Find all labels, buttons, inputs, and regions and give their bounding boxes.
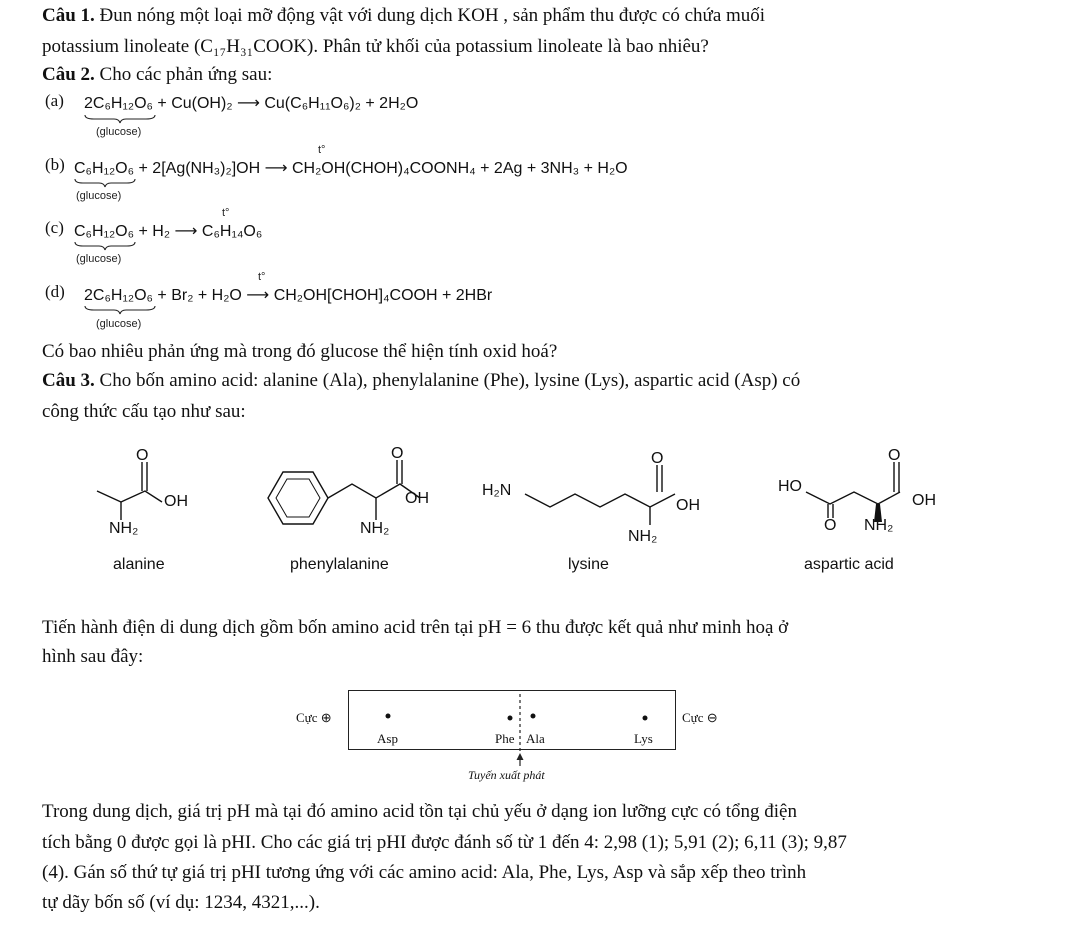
- q1-line1: Câu 1. Đun nóng một loại mỡ động vật với…: [42, 4, 765, 28]
- q2-intro-text: Cho các phản ứng sau:: [99, 64, 273, 85]
- glucose-label-a: (glucose): [96, 126, 142, 138]
- ala-o: O: [136, 447, 149, 464]
- paragraph-line3: (4). Gán số thứ tự giá trị pHI tương ứng…: [42, 862, 807, 883]
- positive-pole: Cực ⊕: [296, 710, 332, 725]
- q1-text: Đun nóng một loại mỡ động vật với dung d…: [99, 5, 766, 26]
- arrow-condition-c: t°: [222, 207, 230, 219]
- aspartic-acid-label: aspartic acid: [804, 556, 894, 573]
- q2-number: Câu 2.: [42, 64, 95, 85]
- asp-nh2: NH₂: [864, 517, 894, 534]
- paragraph-line1: Trong dung dịch, giá trị pH mà tại đó am…: [42, 801, 797, 822]
- brace-c: [74, 241, 136, 251]
- q3-line1: Câu 3. Cho bốn amino acid: alanine (Ala)…: [42, 369, 800, 393]
- q2-question: Có bao nhiêu phản ứng mà trong đó glucos…: [42, 341, 558, 362]
- reaction-a-equation: 2C₆H₁₂O₆ + Cu(OH)₂ ⟶ Cu(C₆H₁₁O₆)₂ + 2H₂O: [84, 95, 419, 112]
- glucose-label-c: (glucose): [76, 253, 122, 265]
- paragraph-line4: tự dãy bốn số (ví dụ: 1234, 4321,...).: [42, 892, 320, 913]
- q1-number: Câu 1.: [42, 5, 95, 26]
- spot-ala-label: Ala: [526, 731, 545, 746]
- lys-oh: OH: [676, 497, 700, 514]
- glucose-label-d: (glucose): [96, 318, 142, 330]
- reaction-b-equation: C₆H₁₂O₆ + 2[Ag(NH₃)₂]OH ⟶ CH₂OH(CHOH)₄CO…: [74, 160, 628, 177]
- phenylalanine-label: phenylalanine: [290, 556, 389, 573]
- reaction-d-equation: 2C₆H₁₂O₆ + Br₂ + H₂O ⟶ CH₂OH[CHOH]₄COOH …: [84, 287, 493, 304]
- asp-o-top: O: [888, 447, 901, 464]
- ala-nh2: NH₂: [109, 520, 139, 537]
- lys-nh2: NH₂: [628, 528, 658, 545]
- arrow-condition-d: t°: [258, 271, 266, 283]
- electro-line2: hình sau đây:: [42, 646, 144, 667]
- reaction-a-label: (a): [45, 91, 64, 110]
- q3-number: Câu 3.: [42, 370, 95, 391]
- lys-o: O: [651, 450, 664, 467]
- reaction-c-equation: C₆H₁₂O₆ + H₂ ⟶ C₆H₁₄O₆: [74, 223, 263, 240]
- paragraph-line2: tích bằng 0 được gọi là pHI. Cho các giá…: [42, 832, 847, 853]
- q3-text: Cho bốn amino acid: alanine (Ala), pheny…: [99, 370, 801, 391]
- spot-asp-label: Asp: [377, 731, 398, 746]
- arrow-condition-b: t°: [318, 144, 326, 156]
- reaction-b-label: (b): [45, 155, 65, 174]
- electrophoresis-box: [348, 690, 676, 750]
- asp-oh: OH: [912, 492, 936, 509]
- ala-oh: OH: [164, 493, 188, 510]
- negative-pole: Cực ⊖: [682, 710, 718, 725]
- phe-o: O: [391, 445, 404, 462]
- brace-d: [84, 305, 156, 315]
- amino-acid-structures: [96, 460, 901, 525]
- brace-b: [74, 178, 136, 188]
- start-line-label: Tuyến xuất phát: [468, 768, 545, 782]
- reaction-c-label: (c): [45, 218, 64, 237]
- lys-h2n: H₂N: [482, 482, 512, 499]
- q2-intro: Câu 2. Cho các phản ứng sau:: [42, 63, 272, 87]
- alanine-label: alanine: [113, 556, 165, 573]
- phe-nh2: NH₂: [360, 520, 390, 537]
- electro-line1: Tiến hành điện di dung dịch gồm bốn amin…: [42, 617, 789, 638]
- phe-oh: OH: [405, 490, 429, 507]
- brace-a: [84, 114, 156, 124]
- q1-line2: potassium linoleate (C₁₇H₃₁COOK). Phân t…: [42, 36, 709, 57]
- asp-o-bottom: O: [824, 517, 837, 534]
- spot-phe-label: Phe: [495, 731, 515, 746]
- q3-line2: công thức cấu tạo như sau:: [42, 401, 246, 422]
- glucose-label-b: (glucose): [76, 190, 122, 202]
- asp-ho: HO: [778, 478, 802, 495]
- reaction-d-label: (d): [45, 282, 65, 301]
- spot-lys-label: Lys: [634, 731, 653, 746]
- lysine-label: lysine: [568, 556, 609, 573]
